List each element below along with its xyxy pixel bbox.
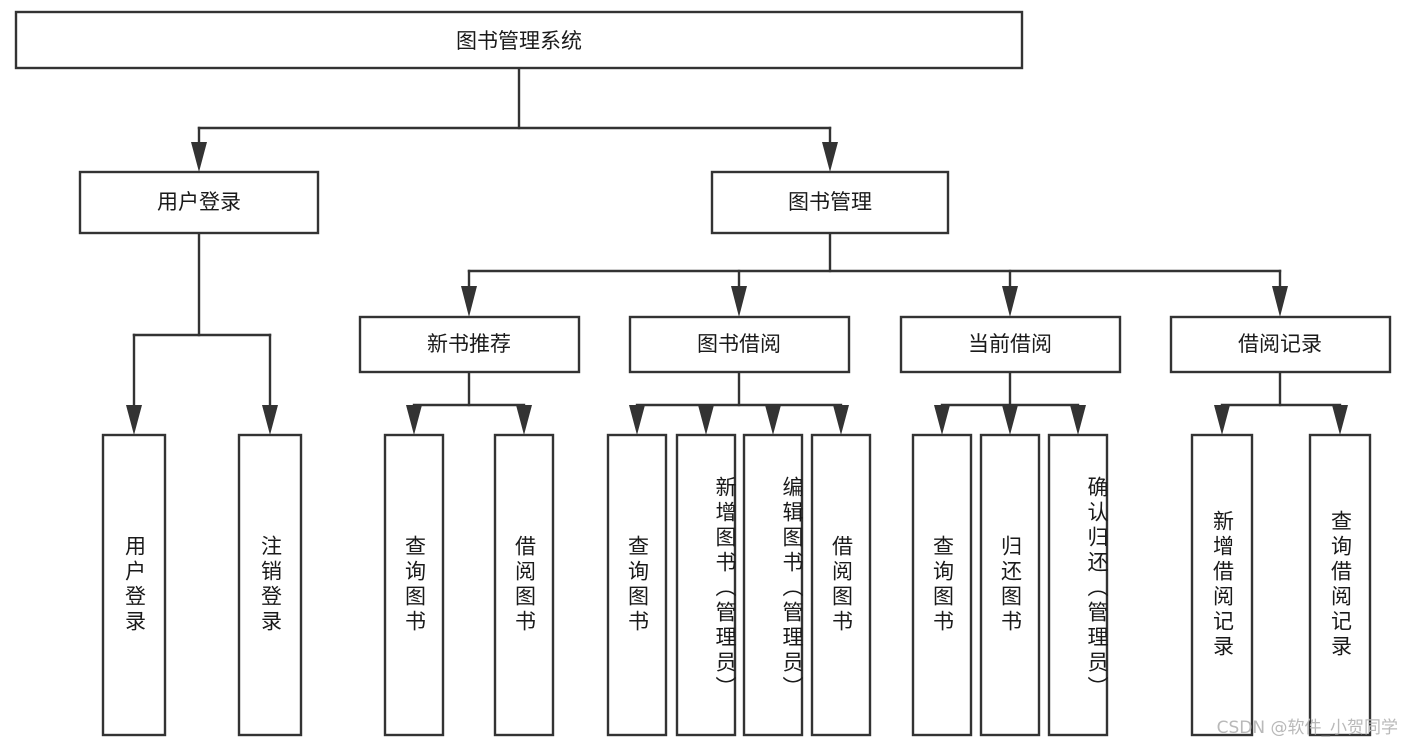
- node-book-borrow[interactable]: 图书借阅: [628, 315, 851, 374]
- arrowhead-user-login: [191, 142, 207, 172]
- watermark-text: CSDN @软件_小贺同学: [1217, 718, 1398, 738]
- node-user-login[interactable]: 用户登录: [78, 170, 320, 235]
- arrowhead-leaf-user-1: [126, 405, 142, 435]
- arrowhead-leaf-newbook-2: [516, 405, 532, 435]
- leaf-box-bb-edit[interactable]: [742, 433, 804, 737]
- arrowhead-leaf-borrow-4: [833, 405, 849, 435]
- arrowhead-borrow-record: [1272, 286, 1288, 317]
- node-root-box[interactable]: [14, 10, 1024, 70]
- arrowhead-leaf-newbook-1: [406, 405, 422, 435]
- arrowhead-leaf-record-2: [1332, 405, 1348, 435]
- node-book-borrow-label: 图书借阅: [697, 332, 781, 356]
- leaf-box-user-login[interactable]: [101, 433, 167, 737]
- node-borrow-record-label: 借阅记录: [1238, 332, 1322, 356]
- leaf-box-bb-query[interactable]: [606, 433, 668, 737]
- leaf-box-cb-query[interactable]: [911, 433, 973, 737]
- connector-group: [126, 66, 1348, 435]
- node-new-book-recommend-label: 新书推荐: [427, 332, 511, 356]
- node-borrow-record[interactable]: 借阅记录: [1169, 315, 1392, 374]
- arrowhead-book-borrow: [731, 286, 747, 317]
- arrowhead-leaf-record-1: [1214, 405, 1230, 435]
- arrowhead-new-book: [461, 286, 477, 317]
- leaf-box-bb-add[interactable]: [675, 433, 737, 737]
- node-book-borrow-box[interactable]: [628, 315, 851, 374]
- node-current-borrow[interactable]: 当前借阅: [899, 315, 1122, 374]
- leaf-box-cb-confirm[interactable]: [1047, 433, 1109, 737]
- arrowhead-leaf-borrow-3: [765, 405, 781, 435]
- node-root-label: 图书管理系统: [456, 29, 582, 53]
- leaf-box-br-query[interactable]: [1308, 433, 1372, 737]
- arrowhead-current-borrow: [1002, 286, 1018, 317]
- node-new-book-recommend[interactable]: 新书推荐: [358, 315, 581, 374]
- arrowhead-leaf-current-3: [1070, 405, 1086, 435]
- arrowhead-leaf-user-2: [262, 405, 278, 435]
- leaf-box-cb-return[interactable]: [979, 433, 1041, 737]
- node-user-login-label: 用户登录: [157, 190, 241, 214]
- node-root[interactable]: 图书管理系统: [14, 10, 1024, 70]
- leaf-box-logout[interactable]: [237, 433, 303, 737]
- arrowhead-leaf-current-2: [1002, 405, 1018, 435]
- leaf-box-nb-query[interactable]: [383, 433, 445, 737]
- node-user-login-box[interactable]: [78, 170, 320, 235]
- node-book-manage-label: 图书管理: [788, 190, 872, 214]
- node-book-manage[interactable]: 图书管理: [710, 170, 950, 235]
- node-current-borrow-label: 当前借阅: [968, 332, 1052, 356]
- leaf-box-br-add[interactable]: [1190, 433, 1254, 737]
- node-current-borrow-box[interactable]: [899, 315, 1122, 374]
- node-borrow-record-box[interactable]: [1169, 315, 1392, 374]
- arrowhead-leaf-borrow-2: [698, 405, 714, 435]
- leaf-box-nb-borrow[interactable]: [493, 433, 555, 737]
- arrowhead-leaf-current-1: [934, 405, 950, 435]
- leaf-box-bb-borrow[interactable]: [810, 433, 872, 737]
- node-new-book-recommend-box[interactable]: [358, 315, 581, 374]
- node-book-manage-box[interactable]: [710, 170, 950, 235]
- arrowhead-leaf-borrow-1: [629, 405, 645, 435]
- arrowhead-book-manage: [822, 142, 838, 172]
